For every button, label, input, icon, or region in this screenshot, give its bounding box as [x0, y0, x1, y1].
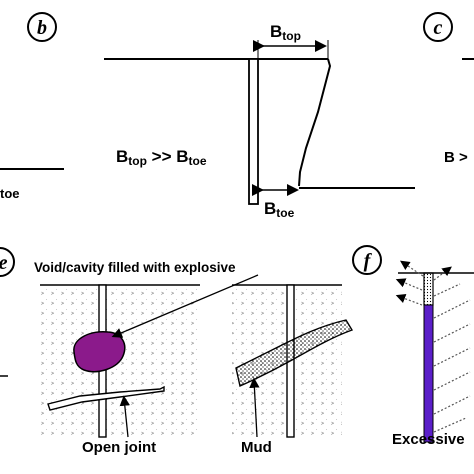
panel-a-partial: toe	[0, 168, 64, 201]
panel-f-circle	[352, 245, 382, 275]
panel-f-caption-fragment: Excessive	[392, 431, 465, 448]
panel-c-relation-fragment: B >	[444, 149, 468, 166]
panel-c-circle-label: c	[434, 17, 443, 39]
panel-b: b Btop Btoe Btop >> Btoe	[27, 12, 415, 220]
panel-b-btoe-label: Btoe	[264, 199, 295, 220]
panel-e: e Void/cavity filled with explosive Open…	[0, 247, 354, 456]
panel-e-mud-label: Mud	[241, 439, 272, 456]
panel-a-toe-fragment: toe	[0, 186, 20, 201]
panel-f-stemming	[423, 272, 434, 306]
panel-e-mud-seam	[235, 319, 354, 387]
panel-e-explosive-void	[73, 330, 126, 373]
panel-b-circle-label: b	[37, 17, 47, 39]
panel-f-cracks	[395, 260, 471, 433]
panel-b-circle	[27, 12, 57, 42]
panel-f-partial: f Excessive	[352, 245, 474, 448]
panel-f-explosive-column	[423, 304, 434, 443]
panel-f-circle-label: f	[364, 250, 373, 272]
panel-e-circle-label: e	[0, 252, 8, 274]
panel-b-relation: Btop >> Btoe	[116, 147, 207, 168]
panel-e-void-label: Void/cavity filled with explosive	[34, 260, 236, 275]
panel-e-circle	[0, 247, 15, 277]
panel-b-btop-label: Btop	[270, 22, 301, 43]
panel-e-mud-pointer	[249, 377, 260, 438]
panel-e-joint-pointer	[119, 395, 130, 438]
panel-e-joint-label: Open joint	[82, 439, 156, 456]
panel-b-bench-face	[298, 58, 332, 187]
panel-c-partial: c B >	[423, 12, 474, 166]
panel-c-circle	[423, 12, 453, 42]
panel-e-open-joint	[47, 385, 165, 411]
panel-b-blast-hole	[248, 58, 259, 205]
